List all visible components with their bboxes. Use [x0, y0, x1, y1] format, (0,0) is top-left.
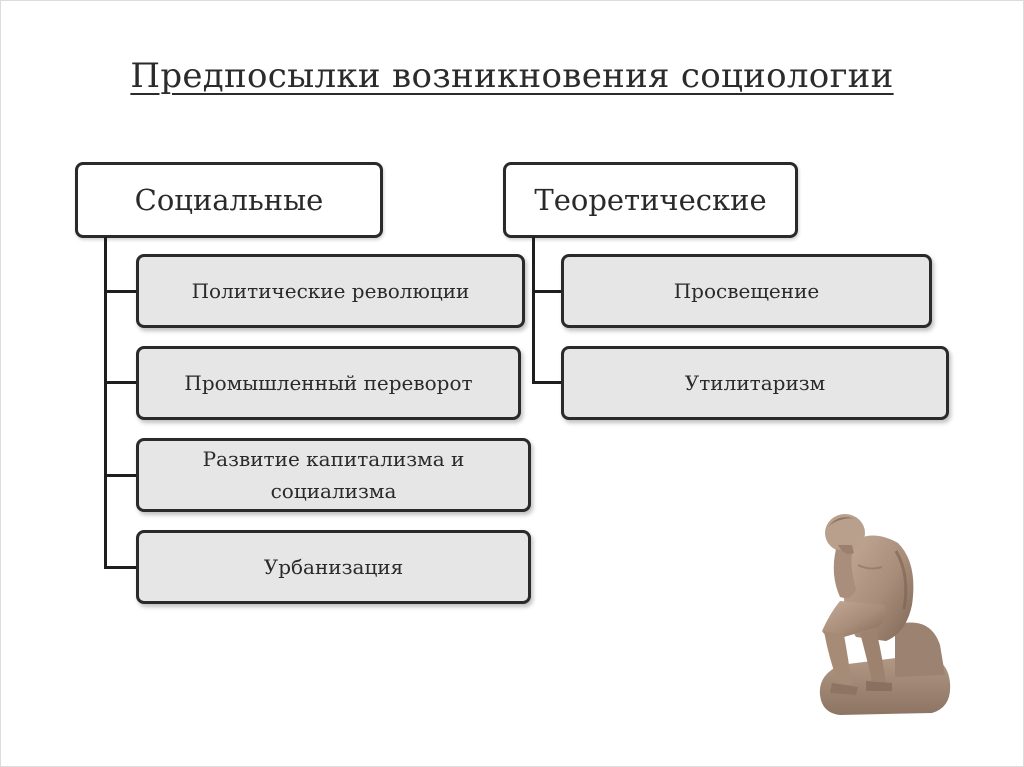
social-connector-branch-2 — [104, 381, 139, 384]
theoretical-item-enlightenment: Просвещение — [561, 254, 932, 328]
social-item-industrial-revolution: Промышленный переворот — [136, 346, 521, 420]
theoretical-item-label: Просвещение — [673, 279, 820, 303]
thinker-statue-image — [819, 514, 951, 715]
social-heading-label: Социальные — [134, 183, 324, 217]
theoretical-connector-trunk — [532, 237, 535, 384]
social-item-urbanization: Урбанизация — [136, 530, 531, 604]
social-item-label: Развитие капитализма и социализма — [202, 447, 465, 503]
social-connector-branch-3 — [104, 474, 139, 477]
theoretical-connector-branch-2 — [532, 381, 564, 384]
social-item-label: Урбанизация — [263, 555, 404, 579]
social-heading-box: Социальные — [75, 162, 383, 238]
social-connector-branch-1 — [104, 290, 139, 293]
theoretical-item-utilitarianism: Утилитаризм — [561, 346, 949, 420]
social-connector-trunk — [104, 237, 107, 569]
social-item-political-revolutions: Политические революции — [136, 254, 525, 328]
theoretical-connector-branch-1 — [532, 290, 564, 293]
social-item-label: Промышленный переворот — [184, 371, 473, 395]
theoretical-heading-box: Теоретические — [503, 162, 798, 238]
social-connector-branch-4 — [104, 566, 139, 569]
social-item-label: Политические революции — [191, 279, 470, 303]
theoretical-item-label: Утилитаризм — [684, 371, 826, 395]
social-item-capitalism-socialism: Развитие капитализма и социализма — [136, 438, 531, 512]
slide-title-text: Предпосылки возникновения социологии — [130, 56, 894, 96]
theoretical-heading-label: Теоретические — [534, 183, 767, 217]
slide-title: Предпосылки возникновения социологии — [0, 56, 1024, 96]
